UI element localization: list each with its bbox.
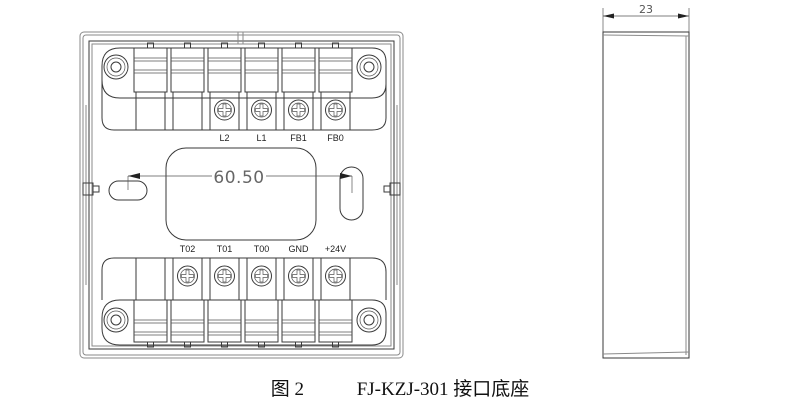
terminal-label: L1 [256,133,266,143]
terminal-screw-icon [325,265,346,287]
figure-title: FJ-KZJ-301 接口底座 [356,379,530,400]
top-block-lower-outline [101,80,387,131]
terminal-label: T00 [254,244,270,254]
terminal-bottom-1: T01 [207,244,242,348]
mounting-screw-bottom-left [103,307,129,333]
central-cutout [165,147,317,241]
terminal-screw-icon [177,265,198,287]
wire-clamp [318,299,353,348]
wire-clamp [281,299,316,348]
terminal-screw-icon [288,265,309,287]
side-latch-right [383,105,401,285]
top-terminals: L2 L1 FB1 FB0 [133,42,353,143]
terminal-screw-icon [214,265,235,287]
dimension-hole-spacing-text: 60.50 [213,168,264,188]
wire-clamp [318,42,353,93]
terminal-label: GND [289,244,310,254]
terminal-label: +24V [325,244,346,254]
housing-outer-edge [79,31,404,359]
bottom-terminal-block [101,257,387,346]
terminal-screw-icon [251,265,272,287]
side-body-outline [602,31,690,359]
front-view: L2 L1 FB1 FB0 T02 T01 T00 GND +24V 60.50 [79,31,404,359]
wire-clamp [170,42,205,93]
terminal-label: FB0 [327,133,344,143]
dimension-hole-spacing: 60.50 [127,168,353,193]
dimension-arrow-right-icon [340,173,352,179]
wire-clamp [207,42,242,93]
wire-clamp [133,42,168,93]
side-dim-arrow-left-icon [603,13,614,19]
terminal-screw-icon [325,99,346,121]
top-terminal-block [101,47,387,131]
top-block-body [101,47,387,99]
terminal-label: FB1 [290,133,307,143]
terminal-bottom-3: GND [281,244,316,348]
side-view: 23 [602,3,690,359]
figure-number: 图 2 [270,379,304,400]
terminal-screw-icon [288,99,309,121]
terminal-label: L2 [219,133,229,143]
dimension-arrow-left-icon [128,173,140,179]
side-body-top-lip [602,34,690,37]
wire-clamp [244,299,279,348]
mounting-slot-right [339,166,364,221]
wire-clamp [281,42,316,93]
terminal-bottom-2: T00 [244,244,279,348]
terminal-screw-icon [251,99,272,121]
side-depth-dimension-text: 23 [639,3,653,16]
bottom-terminals: T02 T01 T00 GND +24V [133,244,353,348]
terminal-top-0: L2 [207,42,242,143]
terminal-top-2: FB1 [281,42,316,143]
side-dim-arrow-right-icon [678,13,689,19]
wire-clamp [133,299,168,348]
terminal-screw-icon [214,99,235,121]
terminal-top-3: FB0 [318,42,353,143]
side-latch-left [82,105,100,285]
terminal-bottom-4: +24V [318,244,353,348]
side-body-bottom-lip [602,351,690,355]
blank-terminal-slot [133,42,168,131]
wire-clamp [170,299,205,348]
figure-caption: 图 2 FJ-KZJ-301 接口底座 [0,374,800,401]
blank-terminal-slot [170,42,205,131]
terminal-top-1: L1 [244,42,279,143]
wire-clamp [244,42,279,93]
blank-terminal-slot [133,257,168,348]
mounting-screw-top-left [103,54,129,80]
terminal-label: T01 [217,244,233,254]
mounting-screw-bottom-right [356,307,382,333]
terminal-bottom-0: T02 [170,244,205,348]
mounting-screw-top-right [356,54,382,80]
bottom-block-body [101,299,387,346]
wire-clamp [207,299,242,348]
bottom-block-upper-outline [114,257,387,300]
terminal-label: T02 [180,244,196,254]
